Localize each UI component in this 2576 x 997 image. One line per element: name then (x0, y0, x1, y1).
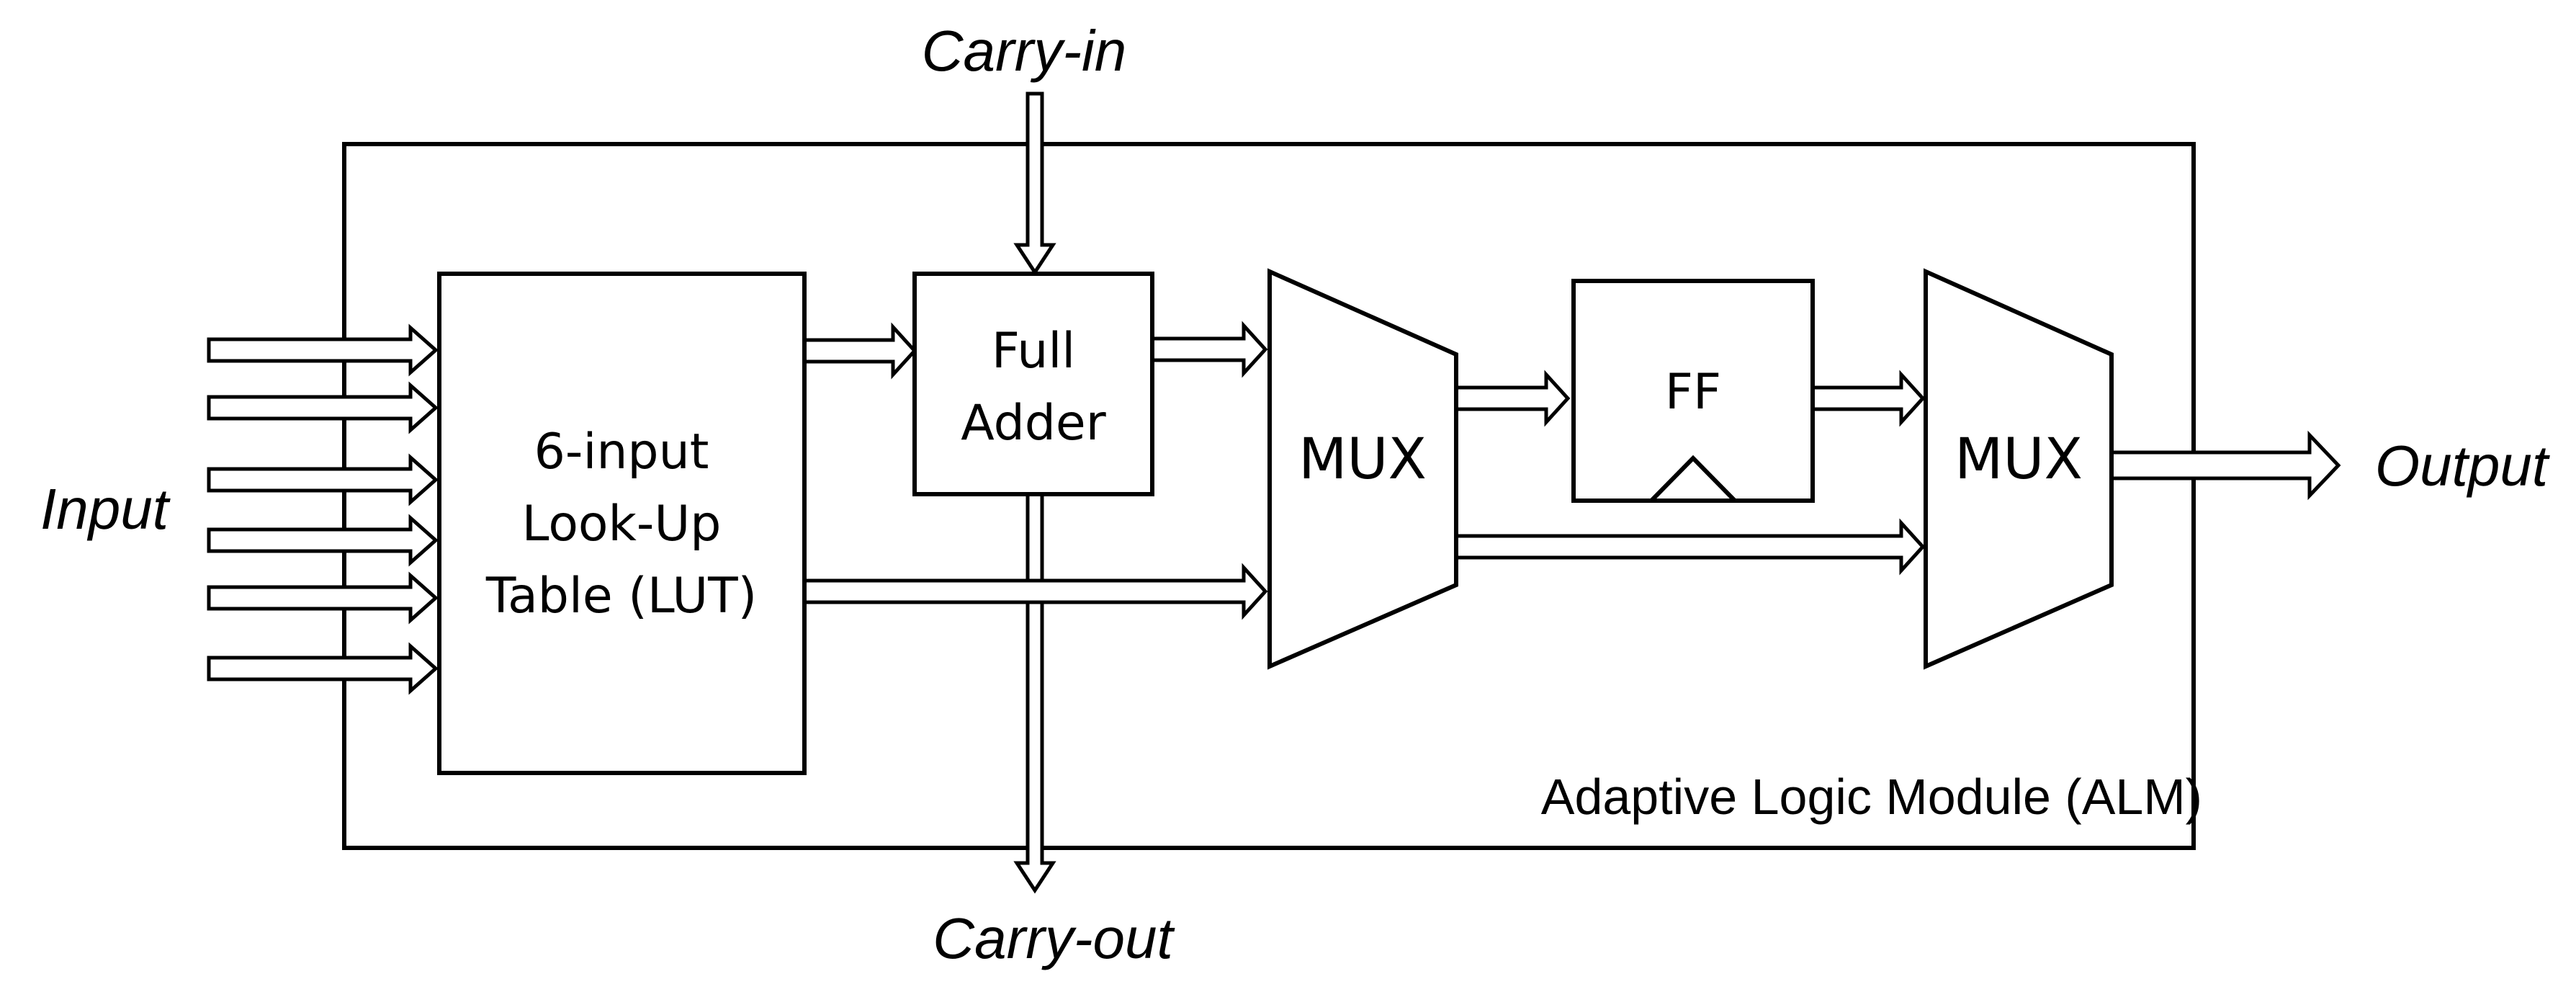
ff-block (1571, 279, 1815, 503)
output-arrow (2109, 430, 2341, 501)
arrow-adder-to-mux1 (1150, 321, 1268, 378)
input-arrow-4 (207, 514, 439, 567)
arrow-lut-to-adder (802, 322, 917, 380)
lut-label-line2: Look-Up (522, 496, 722, 553)
adder-label-line2: Adder (961, 395, 1105, 452)
mux-2-label: MUX (1955, 427, 2083, 492)
arrow-mux1-to-mux2 (1454, 518, 1926, 576)
carry-out-label: Carry-out (933, 906, 1175, 970)
input-arrow-6 (207, 642, 439, 695)
arrow-ff-to-mux2 (1810, 370, 1926, 427)
input-arrows (207, 323, 439, 695)
input-arrow-2 (207, 381, 439, 434)
input-arrow-5 (207, 571, 439, 625)
carry-in-label: Carry-in (922, 19, 1126, 83)
input-arrow-3 (207, 453, 439, 506)
mux-1-label: MUX (1298, 427, 1427, 492)
mux-2 (1924, 268, 2114, 670)
mux-1 (1267, 268, 1458, 670)
arrow-lut-to-mux1 (802, 563, 1268, 620)
lut-block (437, 272, 807, 775)
carry-out-arrow (1013, 492, 1056, 894)
clock-triangle-icon (1649, 455, 1737, 503)
alm-label: Adaptive Logic Module (ALM) (1541, 769, 2202, 825)
lut-label-line1: 6-input (534, 424, 709, 480)
ff-label: FF (1665, 364, 1721, 421)
arrow-mux1-to-ff (1454, 370, 1571, 427)
lut-label-line3: Table (LUT) (485, 568, 757, 625)
alm-boundary (342, 142, 2196, 850)
full-adder-block (912, 272, 1154, 496)
carry-in-arrow (1013, 91, 1056, 276)
output-label: Output (2375, 434, 2550, 498)
input-arrow-1 (207, 323, 439, 377)
input-label: Input (40, 477, 171, 541)
adder-label-line1: Full (992, 323, 1075, 380)
